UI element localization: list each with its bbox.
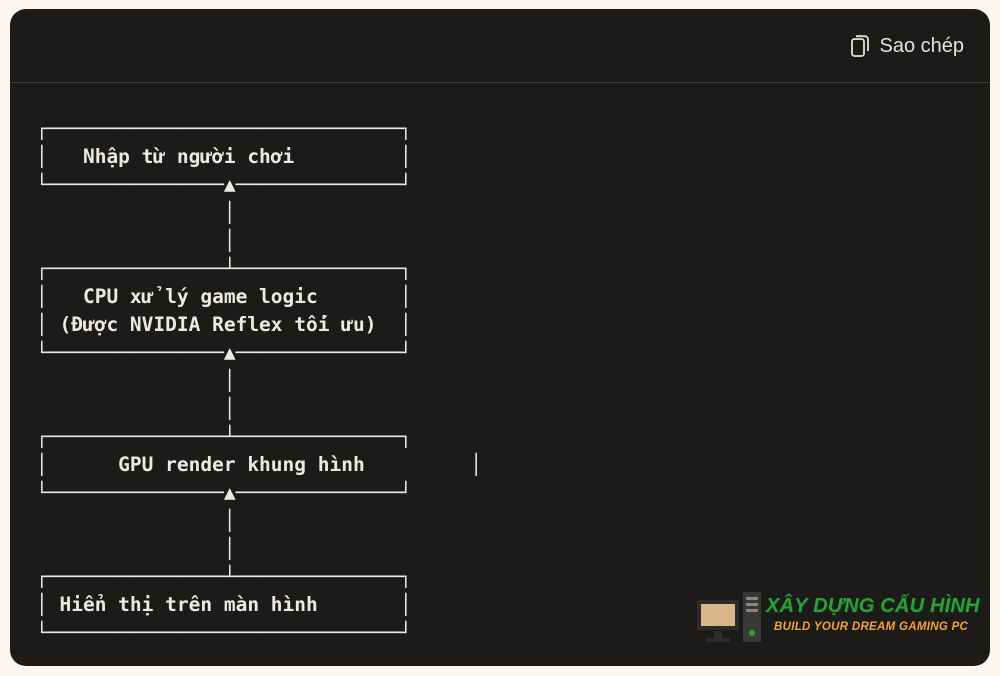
copy-button[interactable]: Sao chép (851, 33, 964, 59)
watermark: XÂY DỰNG CẤU HÌNH BUILD YOUR DREAM GAMIN… (694, 587, 979, 649)
copy-button-label: Sao chép (879, 34, 964, 57)
code-block-header: Sao chép (10, 9, 990, 83)
copy-icon (851, 35, 870, 57)
computer-icon (695, 590, 763, 644)
watermark-tagline: BUILD YOUR DREAM GAMING PC (774, 621, 969, 633)
ascii-flow-diagram: ┌──────────────────────────────┐ │ Nhập … (36, 117, 483, 644)
watermark-title: XÂY DỰNG CẤU HÌNH (766, 595, 980, 617)
code-block: Sao chép ┌──────────────────────────────… (10, 9, 990, 666)
